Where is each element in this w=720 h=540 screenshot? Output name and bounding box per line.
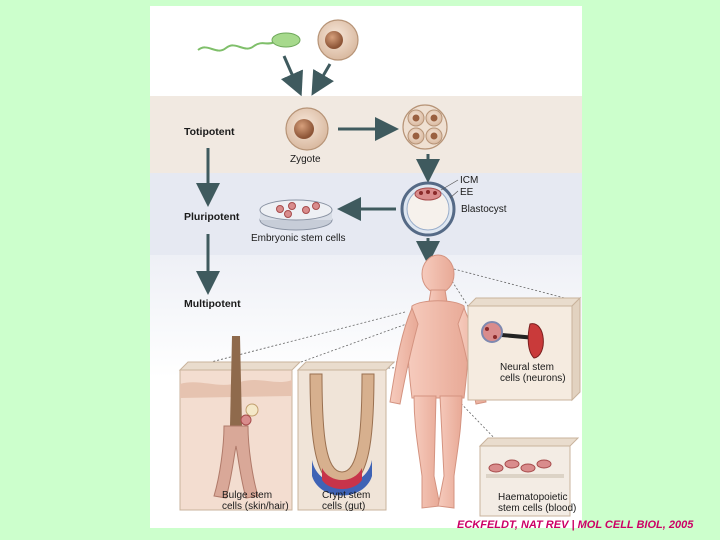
bulge-label-line2: cells (skin/hair) bbox=[222, 501, 289, 512]
pluripotent-label: Pluripotent bbox=[184, 211, 240, 223]
neural-label-line1: Neural stem bbox=[500, 362, 554, 373]
human-body-icon bbox=[389, 254, 487, 509]
haem-label-line1: Haematopoietic bbox=[498, 492, 568, 503]
skin-tissue-box bbox=[178, 336, 302, 511]
egg-cell-icon bbox=[317, 19, 359, 61]
totipotent-label: Totipotent bbox=[184, 126, 235, 138]
morula-icon bbox=[402, 104, 448, 150]
petri-dish-icon bbox=[259, 199, 333, 231]
blood-tissue-box bbox=[478, 437, 580, 517]
zygote-label: Zygote bbox=[290, 154, 321, 165]
diagram-graphics bbox=[178, 19, 582, 517]
icm-label: ICM bbox=[460, 175, 479, 186]
neural-label-line2: cells (neurons) bbox=[500, 373, 566, 384]
pluripotent-band bbox=[150, 173, 582, 255]
embryonic-stem-cells-label: Embryonic stem cells bbox=[251, 233, 346, 244]
ee-label: EE bbox=[460, 187, 474, 198]
stem-cell-diagram: Totipotent Pluripotent Multipotent Zygot… bbox=[150, 6, 582, 528]
zygote-icon bbox=[285, 107, 329, 151]
crypt-label-line1: Crypt stem bbox=[322, 490, 371, 501]
totipotent-band bbox=[150, 96, 582, 173]
arrow-sperm-to-zygote bbox=[280, 55, 303, 97]
arrow-egg-to-zygote bbox=[311, 63, 334, 96]
crypt-label-line2: cells (gut) bbox=[322, 501, 366, 512]
multipotent-label: Multipotent bbox=[184, 298, 241, 310]
bulge-label-line1: Bulge stem bbox=[222, 490, 273, 501]
crypt-tissue-box bbox=[296, 361, 396, 511]
neural-tissue-box bbox=[466, 296, 582, 402]
blastocyst-label: Blastocyst bbox=[461, 204, 507, 215]
source-credit: ECKFELDT, NAT REV | MOL CELL BIOL, 2005 bbox=[457, 519, 694, 531]
blastocyst-icon bbox=[400, 179, 459, 237]
sperm-icon bbox=[197, 32, 301, 52]
haem-label-line2: stem cells (blood) bbox=[498, 503, 577, 514]
